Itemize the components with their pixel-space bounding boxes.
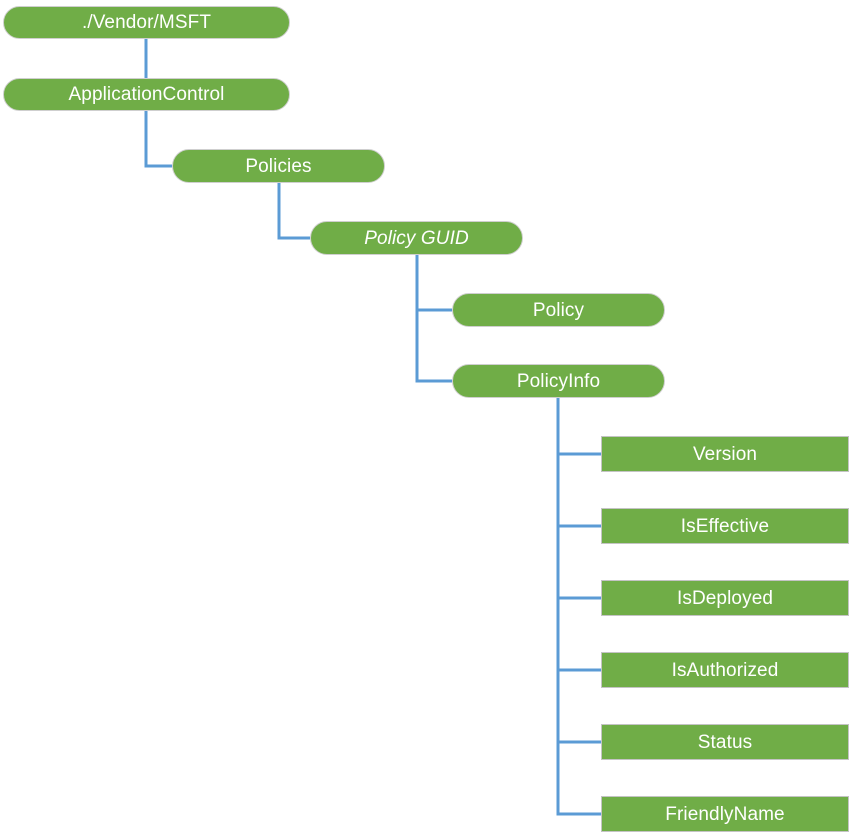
node-is-effective[interactable]: IsEffective — [601, 508, 849, 544]
connector-policyinfo-to-isauthorized — [556, 398, 601, 672]
node-label-is-authorized: IsAuthorized — [671, 659, 779, 681]
connector-policyinfo-to-iseffective — [556, 398, 601, 528]
node-label-is-effective: IsEffective — [680, 515, 770, 537]
node-label-friendly-name: FriendlyName — [665, 803, 785, 825]
node-label-application-control: ApplicationControl — [68, 84, 225, 105]
node-label-vendor-msft: ./Vendor/MSFT — [81, 12, 212, 33]
node-is-deployed[interactable]: IsDeployed — [601, 580, 849, 616]
node-vendor-msft[interactable]: ./Vendor/MSFT — [3, 6, 290, 39]
node-label-policy-guid: Policy GUID — [364, 227, 469, 249]
node-policy-info[interactable]: PolicyInfo — [452, 364, 665, 398]
node-label-policies: Policies — [245, 155, 312, 177]
connector-policyguid-to-policy — [415, 255, 452, 312]
node-status[interactable]: Status — [601, 724, 849, 760]
connector-policyinfo-to-isdeployed — [556, 398, 601, 600]
node-version[interactable]: Version — [601, 436, 849, 472]
connector-policyguid-to-policyinfo — [415, 255, 452, 383]
node-is-authorized[interactable]: IsAuthorized — [601, 652, 849, 688]
connector-policyinfo-to-status — [556, 398, 601, 744]
connector-policyinfo-to-friendlyname — [556, 398, 601, 816]
node-label-is-deployed: IsDeployed — [676, 587, 774, 609]
connector-appcontrol-to-policies — [144, 111, 172, 168]
node-label-policy-info: PolicyInfo — [516, 370, 601, 392]
node-friendly-name[interactable]: FriendlyName — [601, 796, 849, 832]
node-policies[interactable]: Policies — [172, 149, 385, 183]
node-policy[interactable]: Policy — [452, 293, 665, 327]
connector-policyinfo-to-version — [556, 398, 601, 456]
node-application-control[interactable]: ApplicationControl — [3, 78, 290, 111]
node-label-version: Version — [692, 443, 758, 465]
node-policy-guid[interactable]: Policy GUID — [310, 221, 523, 255]
node-label-policy: Policy — [532, 299, 585, 321]
node-label-status: Status — [697, 731, 753, 753]
connector-policies-to-policyguid — [277, 183, 310, 240]
